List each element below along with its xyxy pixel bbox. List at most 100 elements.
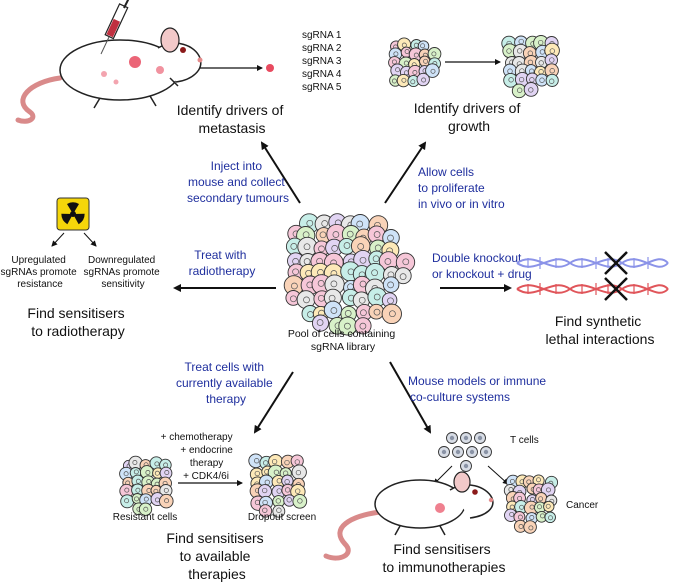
cell-nucleus <box>528 525 534 531</box>
outcome-available-therapies: Find sensitisers to available therapies <box>166 530 267 582</box>
t-cell-nucleus <box>449 435 455 441</box>
cell-nucleus <box>549 68 555 74</box>
cell-nucleus <box>517 87 523 93</box>
cell <box>368 303 385 320</box>
cell <box>382 276 400 293</box>
cell-nucleus <box>518 38 524 45</box>
cell-nucleus <box>391 78 397 84</box>
cell <box>311 314 330 332</box>
cell-nucleus <box>529 515 535 520</box>
cell-nucleus <box>290 243 298 250</box>
cell-nucleus <box>430 68 436 74</box>
cell-nucleus <box>295 469 302 476</box>
cell <box>354 317 372 335</box>
cell-nucleus <box>518 76 525 83</box>
cell-nucleus <box>319 231 327 239</box>
sgrna-cell-pool <box>283 213 416 336</box>
cell-nucleus <box>395 67 401 73</box>
syringe-icon <box>100 0 130 55</box>
mouse-illustration <box>323 471 494 561</box>
knockout-cross-icon <box>604 251 628 301</box>
arrow-radiation-down <box>83 232 97 247</box>
cell-nucleus <box>357 243 365 250</box>
cell-nucleus <box>373 231 381 238</box>
cell-nucleus <box>393 51 399 57</box>
cell-nucleus <box>317 280 325 287</box>
center-label: Pool of cells containing sgRNA library <box>288 328 398 353</box>
dropout-screen-cluster <box>248 453 308 518</box>
action-mouse-models: Mouse models or immune co-culture system… <box>408 374 549 404</box>
cell-nucleus <box>538 60 544 66</box>
cell-nucleus <box>321 220 329 227</box>
cell-nucleus <box>330 307 338 314</box>
cell-nucleus <box>359 256 367 264</box>
cell-nucleus <box>134 496 139 502</box>
cell-nucleus <box>358 296 366 304</box>
cell-nucleus <box>154 461 160 467</box>
cell-nucleus <box>420 43 426 49</box>
arrow-tcells-to-cancer <box>487 465 509 485</box>
cell-nucleus <box>387 234 394 242</box>
cell-nucleus <box>404 49 410 54</box>
cell <box>394 267 412 285</box>
cell-nucleus <box>275 498 281 504</box>
arrow-to-available-therapies <box>253 371 294 434</box>
cell <box>381 303 402 325</box>
cell-nucleus <box>373 293 381 301</box>
cell-nucleus <box>508 77 514 83</box>
cell-nucleus <box>346 230 354 238</box>
cell-nucleus <box>401 77 407 83</box>
cell-nucleus <box>549 48 555 54</box>
cell-nucleus <box>133 469 139 475</box>
sgrna-4: sgRNA 4 <box>302 69 342 80</box>
cell-nucleus <box>387 297 394 305</box>
cancer-cell-cluster <box>503 474 559 534</box>
cell-nucleus <box>316 319 324 326</box>
cell-nucleus <box>154 470 160 476</box>
action-treat-radiotherapy: Treat with radiotherapy <box>189 248 256 278</box>
cell <box>544 511 556 524</box>
cell-nucleus <box>359 280 367 288</box>
cell-nucleus <box>297 498 303 504</box>
t-cell-nucleus <box>463 435 469 441</box>
dropout-screen-label: Dropout screen <box>248 512 316 523</box>
cell-nucleus <box>303 296 310 304</box>
cell-nucleus <box>410 79 416 85</box>
cell-nucleus <box>276 488 282 494</box>
cell-nucleus <box>135 478 141 484</box>
radio-downregulated: Downregulated sgRNAs promote sensitivity <box>84 255 163 290</box>
cell-nucleus <box>254 470 260 477</box>
cell-nucleus <box>163 487 169 493</box>
cell-nucleus <box>518 524 524 529</box>
cell-nucleus <box>399 273 407 280</box>
arrow-radiation-up <box>51 232 65 247</box>
cell-nucleus <box>545 503 551 509</box>
cell-nucleus <box>402 258 410 266</box>
cell-nucleus <box>384 258 392 265</box>
cell-nucleus <box>412 70 418 75</box>
cell-nucleus <box>389 310 396 318</box>
cell-nucleus <box>517 514 523 520</box>
cell <box>291 464 307 480</box>
cell-nucleus <box>284 459 290 466</box>
cell <box>258 504 273 518</box>
t-cell-nucleus <box>441 449 447 455</box>
cell-nucleus <box>519 504 525 510</box>
dna-helix-red <box>516 283 669 295</box>
cell-nucleus <box>344 322 351 330</box>
cell-nucleus <box>506 48 512 54</box>
cancer-label: Cancer <box>566 500 599 511</box>
outcome-growth: Identify drivers of growth <box>414 100 525 134</box>
cell-nucleus <box>123 471 129 477</box>
outcome-radiotherapy: Find sensitisers to radiotherapy <box>27 305 128 339</box>
cell-nucleus <box>360 309 367 317</box>
cell-nucleus <box>517 48 523 54</box>
cell-nucleus <box>291 282 298 290</box>
therapy-drugs: + chemotherapy + endocrine therapy + CDK… <box>161 432 236 482</box>
cell-nucleus <box>263 460 269 466</box>
action-inject: Inject into mouse and collect secondary … <box>187 159 289 205</box>
cell <box>523 82 539 97</box>
cell-nucleus <box>344 310 352 317</box>
cell-nucleus <box>143 496 149 502</box>
cell-nucleus <box>276 507 282 513</box>
